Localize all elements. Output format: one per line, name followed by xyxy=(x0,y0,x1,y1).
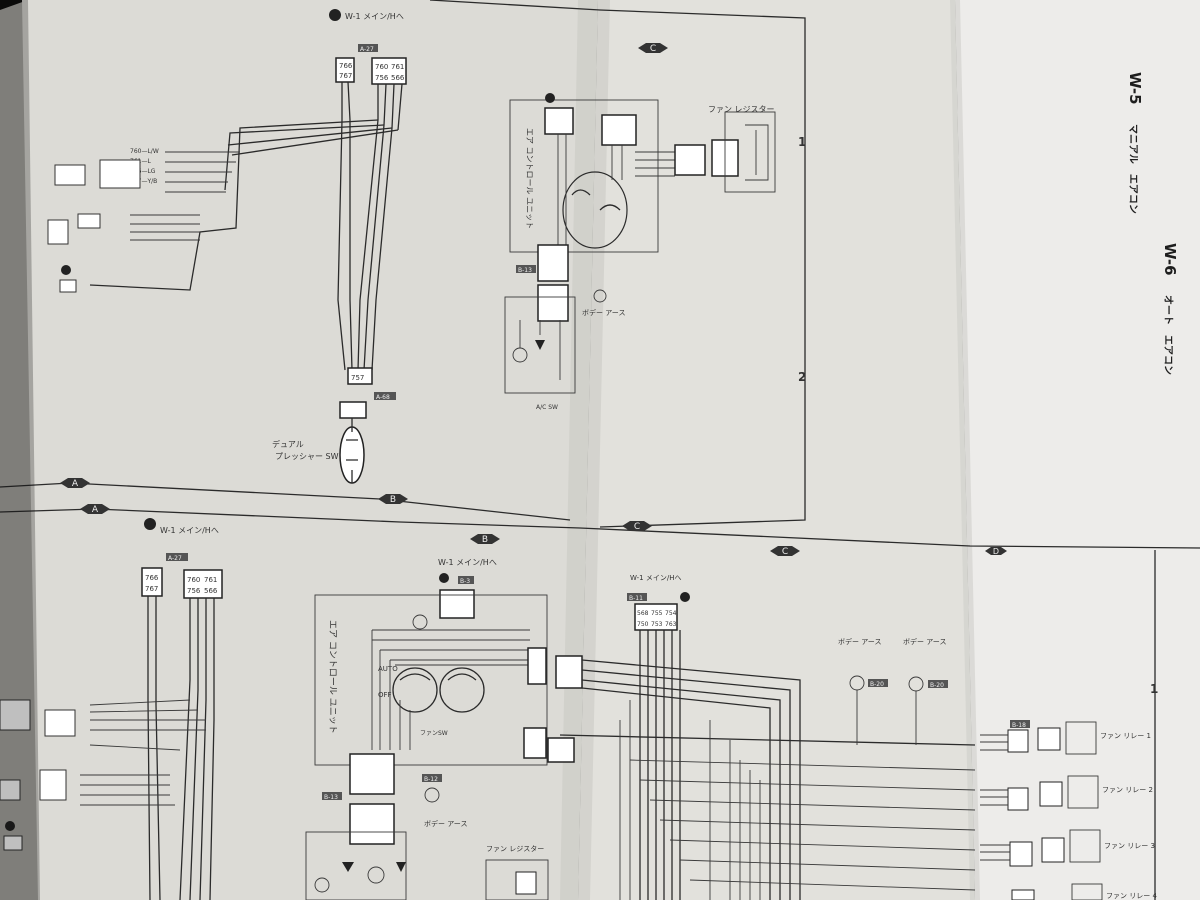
air-control-unit-label-bottom: エア コントロール ユニット xyxy=(327,620,337,734)
bottom-air-control-unit: W-1 メイン/Hへ B-3 エア コントロール ユニット AUTO OFF フ… xyxy=(305,558,583,900)
fan-relay-3-label: ファン リレー 3 xyxy=(1104,842,1155,850)
main-harness-label-bottom: W-1 メイン/Hへ xyxy=(160,526,219,535)
pin-754: 754 xyxy=(665,610,677,617)
pin-755: 755 xyxy=(651,610,663,617)
main-harness-label-top: W-1 メイン/Hへ xyxy=(345,12,404,21)
pin-760-b: 760 xyxy=(187,576,200,584)
wire-lg: 566—LG xyxy=(130,168,156,175)
bus-d: D xyxy=(993,547,999,556)
main-harness-label-center: W-1 メイン/Hへ xyxy=(438,558,497,567)
pin-566-b: 566 xyxy=(204,587,218,595)
dual-pressure-sw-label-1: デュアル xyxy=(272,439,304,449)
left-page xyxy=(22,0,598,900)
pin-750: 750 xyxy=(637,621,649,628)
fan-resistor-label-bottom: ファン レジスター xyxy=(486,844,544,853)
fan-resistor-label-top: ファン レジスター xyxy=(708,105,775,114)
a27-bottom-tag: A-27 xyxy=(168,555,182,562)
pin-766-b: 766 xyxy=(145,574,159,582)
bus-b-top: B xyxy=(390,495,396,505)
top-air-control-unit: エア コントロール ユニット ファン レジスター B-13 A/C SW ボデー… xyxy=(504,93,776,411)
body-earth-label-right-2: ボデー アース xyxy=(903,637,946,646)
pin-761-b: 761 xyxy=(204,576,217,584)
pin-568: 568 xyxy=(637,610,649,617)
b12-tag: B-12 xyxy=(424,776,438,783)
body-earth-label-right-1: ボデー アース xyxy=(838,637,881,646)
pin-760: 760 xyxy=(375,63,388,71)
top-connector-group: W-1 メイン/Hへ A-27 766 767 760 761 756 566 … xyxy=(89,9,407,484)
fan-relay-2-label: ファン リレー 2 xyxy=(1102,786,1153,794)
b13-top-tag: B-13 xyxy=(518,267,532,274)
b20-tag-a: B-20 xyxy=(870,681,884,688)
w5-code: W-5 xyxy=(1126,72,1144,105)
body-earth-label-top: ボデー アース xyxy=(582,308,625,317)
ac-sw-label-top: A/C SW xyxy=(536,404,558,411)
a27-top-tag: A-27 xyxy=(360,46,374,53)
bus-c-bottom: C xyxy=(782,547,788,557)
wire-lw: 760—L/W xyxy=(130,148,159,155)
fan-relay-4-label: ファン リレー 4 xyxy=(1106,892,1157,900)
b11-tag: B-11 xyxy=(629,595,643,602)
b3-tag: B-3 xyxy=(460,578,470,585)
pin-767: 767 xyxy=(339,72,352,80)
bottom-right-relay-block: W-1 メイン/Hへ B-11 568 755 754 750 753 763 … xyxy=(559,574,976,900)
bottom-connector-group: W-1 メイン/Hへ A-27 766 767 760 761 756 566 xyxy=(0,518,223,900)
bus-number-1: 1 xyxy=(798,135,806,149)
auto-label: AUTO xyxy=(378,665,398,673)
bus-markers: A A B B C C C D 1 2 1 xyxy=(60,43,1158,696)
b18-tag: B-18 xyxy=(1012,722,1026,729)
body-earth-label-center: ボデー アース xyxy=(424,819,467,828)
bus-b-bottom: B xyxy=(482,535,488,545)
pin-767-b: 767 xyxy=(145,585,158,593)
w6-name: オート エアコン xyxy=(1162,295,1174,375)
bus-a-top: A xyxy=(72,479,79,489)
b13-tag: B-13 xyxy=(324,794,338,801)
bus-number-1-right: 1 xyxy=(1150,682,1158,696)
main-harness-label-right: W-1 メイン/Hへ xyxy=(630,574,681,582)
b20-tag-b: B-20 xyxy=(930,682,944,689)
center-page xyxy=(578,0,975,900)
w6-code: W-6 xyxy=(1161,243,1179,276)
wire-l: 761—L xyxy=(130,158,151,165)
a68-tag: A-68 xyxy=(376,394,390,401)
bus-c-mid: C xyxy=(634,522,640,532)
pin-753: 753 xyxy=(651,621,663,628)
w5-name: マニアル エアコン xyxy=(1127,124,1139,214)
pin-566: 566 xyxy=(391,74,405,82)
fan-relays: B-18 ファン リレー 1 ファン リレー 2 ファン リレー 3 ファン リ… xyxy=(980,720,1157,900)
air-control-unit-label-top: エア コントロール ユニット xyxy=(525,128,534,229)
bus-c-top: C xyxy=(650,44,656,54)
pin-756-b: 756 xyxy=(187,587,201,595)
pin-763: 763 xyxy=(665,621,677,628)
fan-relay-1-label: ファン リレー 1 xyxy=(1100,732,1151,740)
top-left-wire-labels: 760—L/W 761—L 566—LG 757—Y/B xyxy=(47,148,240,293)
bus-a-bottom: A xyxy=(92,505,99,515)
pin-761: 761 xyxy=(391,63,404,71)
fan-sw-label: ファンSW xyxy=(420,730,448,737)
pin-756: 756 xyxy=(375,74,389,82)
pin-757: 757 xyxy=(351,374,364,382)
bus-number-2: 2 xyxy=(798,370,806,384)
wire-yb: 757—Y/B xyxy=(130,178,157,185)
pin-766: 766 xyxy=(339,62,353,70)
off-label: OFF xyxy=(378,691,392,699)
dual-pressure-sw-label-2: プレッシャー SW xyxy=(275,452,339,461)
right-foldout-page xyxy=(955,0,1200,900)
